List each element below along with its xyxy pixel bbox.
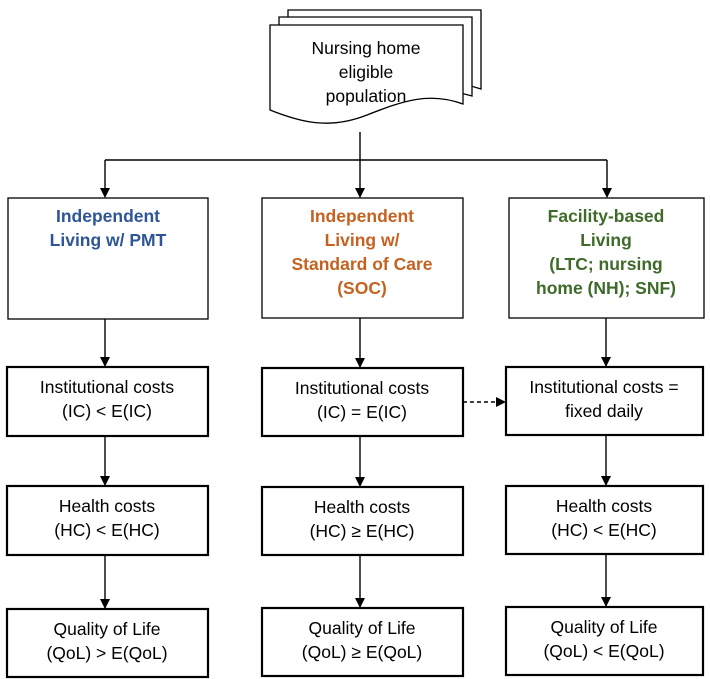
hc-soc-line-1: Health costs — [314, 497, 411, 517]
ic-box-pmt — [5, 365, 210, 438]
hc-pmt-line-2: (HC) < E(HC) — [54, 520, 159, 540]
source-document: Nursing home eligible population — [269, 9, 482, 124]
ic-facility-line-1: Institutional costs = — [529, 377, 678, 397]
ic-box-facility — [504, 365, 705, 437]
header-box-facility — [508, 197, 705, 319]
qol-soc-line-1: Quality of Life — [309, 618, 416, 638]
qol-facility-line-1: Quality of Life — [551, 617, 658, 637]
hc-facility-line-2: (HC) < E(HC) — [551, 520, 656, 540]
ic-soc-line-2: (IC) = E(IC) — [317, 402, 407, 422]
qol-pmt-line-1: Quality of Life — [54, 619, 161, 639]
ic-pmt-line-1: Institutional costs — [40, 377, 174, 397]
header-soc-line-3: Standard of Care — [292, 254, 433, 274]
header-facility-line-4: home (NH); SNF) — [536, 278, 676, 298]
branch-connectors — [100, 132, 612, 198]
hc-box-facility — [504, 484, 705, 556]
header-box-soc — [261, 197, 464, 319]
hc-box-soc — [260, 485, 465, 557]
source-line-1: Nursing home — [312, 38, 421, 58]
header-pmt-line-2: Living w/ PMT — [50, 230, 167, 250]
header-soc-line-1: Independent — [310, 206, 414, 226]
qol-pmt-line-2: (QoL) > E(QoL) — [46, 643, 167, 663]
hc-pmt-line-1: Health costs — [59, 496, 156, 516]
column-pmt: Independent Living w/ PMT Institutional … — [5, 197, 210, 679]
ic-pmt-line-2: (IC) < E(IC) — [62, 401, 152, 421]
document-front — [269, 24, 464, 124]
source-line-2: eligible — [339, 62, 393, 82]
header-facility-line-1: Facility-based — [548, 206, 665, 226]
column-soc: Independent Living w/ Standard of Care (… — [260, 197, 465, 678]
ic-soc-line-1: Institutional costs — [295, 378, 429, 398]
hc-soc-line-2: (HC) ≥ E(HC) — [310, 521, 415, 541]
header-facility-line-2: Living — [580, 230, 632, 250]
header-box-pmt — [7, 197, 209, 320]
header-soc-line-4: (SOC) — [337, 278, 387, 298]
qol-box-soc — [260, 606, 465, 678]
column-facility: Facility-based Living (LTC; nursing home… — [504, 197, 705, 677]
hc-facility-line-1: Health costs — [556, 496, 653, 516]
ic-facility-line-2: fixed daily — [565, 401, 643, 421]
header-pmt-line-1: Independent — [56, 206, 160, 226]
qol-facility-line-2: (QoL) < E(QoL) — [543, 641, 664, 661]
qol-box-facility — [504, 605, 705, 677]
source-line-3: population — [326, 86, 407, 106]
header-facility-line-3: (LTC; nursing — [549, 254, 662, 274]
qol-box-pmt — [5, 607, 210, 679]
header-soc-line-2: Living w/ — [325, 230, 400, 250]
qol-soc-line-2: (QoL) ≥ E(QoL) — [302, 642, 422, 662]
hc-box-pmt — [5, 484, 210, 557]
